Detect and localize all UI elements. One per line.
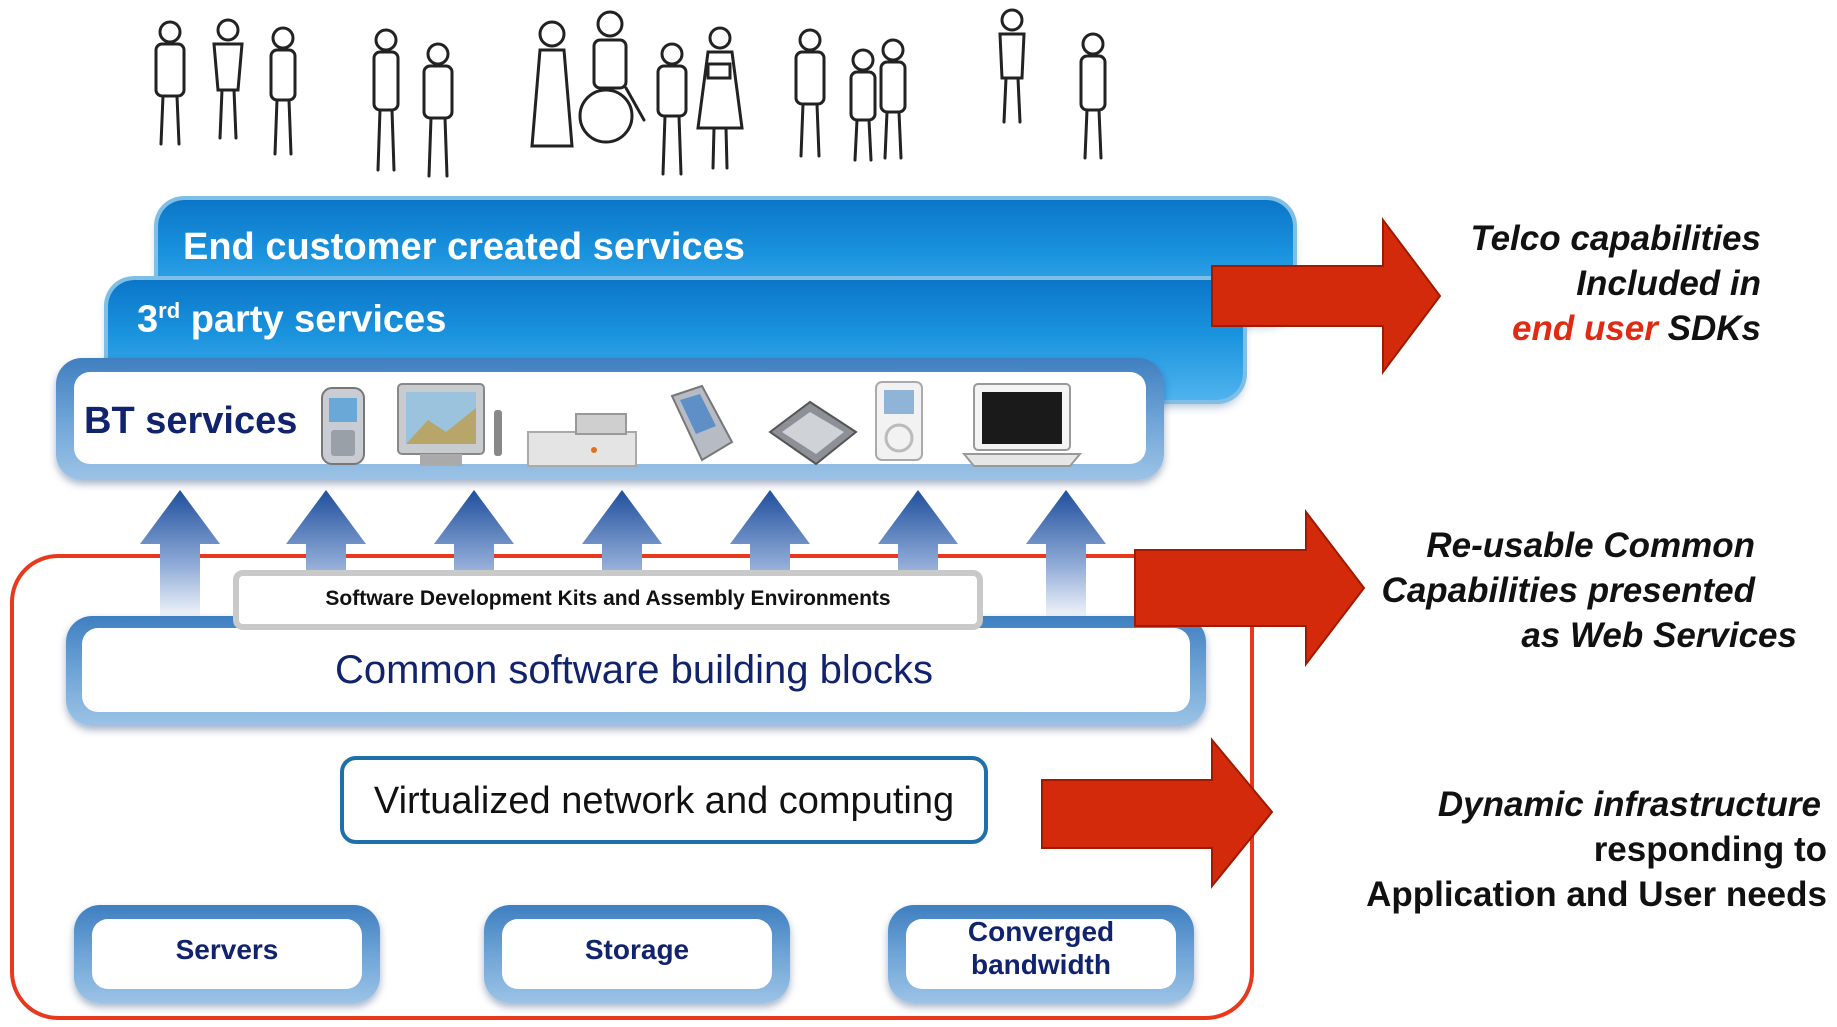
end-user-highlight: end user [1512, 309, 1658, 348]
telco-line1: Telco capabilities [1470, 219, 1761, 258]
pda-icon [670, 384, 734, 462]
devices-row [321, 381, 1083, 467]
common-building-blocks-label: Common software building blocks [334, 648, 934, 692]
telco-capabilities-text: Telco capabilities Included in end user … [1471, 216, 1761, 351]
converged-bandwidth-label: Converged bandwidth [888, 915, 1194, 981]
person-figure [212, 18, 244, 140]
dynamic-line1: Dynamic infrastructure [1437, 785, 1821, 824]
person-camera-figure [696, 26, 744, 170]
reusable-line3: as Web Services [1521, 616, 1797, 655]
third-party-services-label: 3rd party services [137, 298, 446, 342]
person-figure [998, 8, 1026, 124]
set-top-box-icon [527, 413, 637, 467]
end-customer-services-label: End customer created services [183, 226, 745, 268]
tablet-icon [768, 400, 858, 466]
virtualized-box [340, 756, 988, 844]
laptop-icon [961, 383, 1083, 467]
telco-line3-rest: SDKs [1657, 309, 1761, 348]
storage-label: Storage [584, 934, 690, 965]
person-figure [269, 26, 297, 156]
third-party-superscript: rd [158, 298, 181, 323]
person-figure [794, 28, 826, 158]
telco-line3: end user SDKs [1471, 306, 1761, 351]
up-arrow [140, 490, 220, 624]
users-illustration [154, 8, 1107, 178]
converged-bandwidth-box [888, 905, 1194, 1003]
television-icon [397, 383, 502, 466]
converged-bandwidth-line2: bandwidth [971, 949, 1111, 980]
dynamic-infrastructure-text: Dynamic infrastructure responding to App… [1366, 782, 1827, 917]
sdk-label: Software Development Kits and Assembly E… [325, 587, 891, 610]
common-building-blocks-layer [66, 616, 1206, 726]
storage-box [484, 905, 790, 1003]
person-figure [656, 42, 688, 176]
reusable-line2: Capabilities presented [1381, 571, 1755, 610]
bt-services-label: BT services [84, 400, 298, 442]
converged-bandwidth-line1: Converged [967, 916, 1115, 947]
reusable-line1: Re-usable Common [1426, 526, 1755, 565]
right-arrow [1211, 217, 1442, 375]
third-party-prefix: 3 [137, 298, 159, 341]
dynamic-line3: Application and User needs [1366, 875, 1827, 914]
person-figure [372, 28, 400, 172]
sdk-box [233, 570, 983, 630]
person-wheelchair-figure [578, 10, 646, 144]
person-figure [422, 42, 454, 178]
person-figure [849, 48, 877, 162]
servers-box [74, 905, 380, 1003]
servers-label: Servers [175, 934, 279, 965]
telco-line2: Included in [1576, 264, 1761, 303]
third-party-suffix: party services [180, 298, 447, 341]
person-figure [530, 20, 574, 148]
virtualized-label: Virtualized network and computing [373, 780, 955, 822]
person-figure [1079, 32, 1107, 160]
reusable-capabilities-text: Re-usable Common Capabilities presented … [1382, 523, 1797, 658]
person-figure [879, 38, 907, 160]
dynamic-line2: responding to [1593, 830, 1827, 869]
right-arrow [1041, 737, 1274, 889]
media-player-icon [875, 381, 923, 461]
up-arrow [1026, 490, 1106, 624]
right-arrow [1134, 509, 1366, 667]
person-figure [154, 20, 186, 146]
mobile-phone-icon [321, 387, 365, 465]
